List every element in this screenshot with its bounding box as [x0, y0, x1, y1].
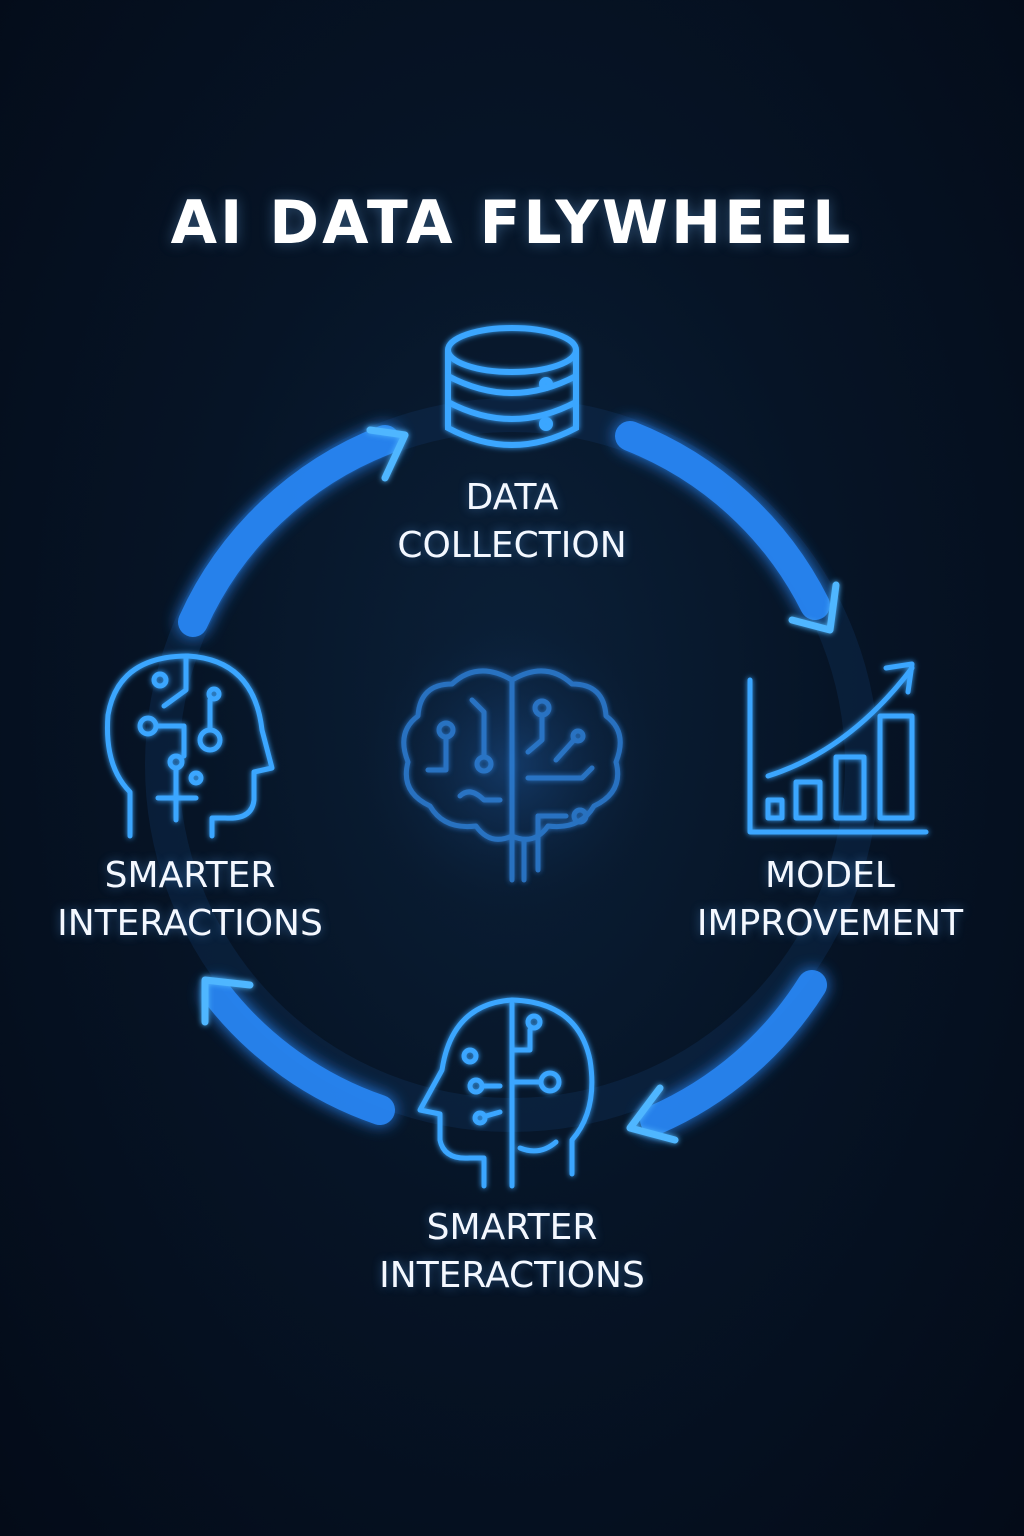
- node-label-line: SMARTER: [104, 855, 276, 896]
- database-icon: [445, 325, 579, 448]
- ai-head-icon: [105, 653, 275, 839]
- node-label-smarter-interactions-left: SMARTER INTERACTIONS: [0, 852, 390, 948]
- page-title: AI DATA FLYWHEEL: [170, 188, 854, 258]
- node-label-line: COLLECTION: [397, 525, 627, 566]
- node-label-line: INTERACTIONS: [57, 903, 323, 944]
- node-label-model-improvement: MODEL IMPROVEMENT: [630, 852, 1024, 948]
- node-label-line: SMARTER: [426, 1207, 598, 1248]
- node-label-line: INTERACTIONS: [379, 1255, 645, 1296]
- ai-head-icon: [417, 997, 595, 1189]
- arrowhead-bottom: [626, 1084, 679, 1144]
- arrowhead-model: [788, 581, 840, 634]
- node-label-data-collection: DATA COLLECTION: [312, 474, 712, 570]
- arrowhead-left: [201, 976, 254, 1026]
- arrowhead-collection: [366, 426, 409, 482]
- arc-left-to-collection: [178, 425, 400, 637]
- arc-model-to-bottom: [640, 970, 827, 1135]
- arc-bottom-to-left: [203, 980, 395, 1125]
- arc-collection-to-model: [615, 421, 830, 620]
- node-label-line: DATA: [465, 477, 559, 518]
- circuit-brain-icon: [401, 668, 623, 883]
- node-label-line: IMPROVEMENT: [696, 903, 964, 944]
- node-label-smarter-interactions-bottom: SMARTER INTERACTIONS: [312, 1204, 712, 1300]
- node-label-line: MODEL: [765, 855, 895, 896]
- growth-chart-icon: [747, 661, 929, 835]
